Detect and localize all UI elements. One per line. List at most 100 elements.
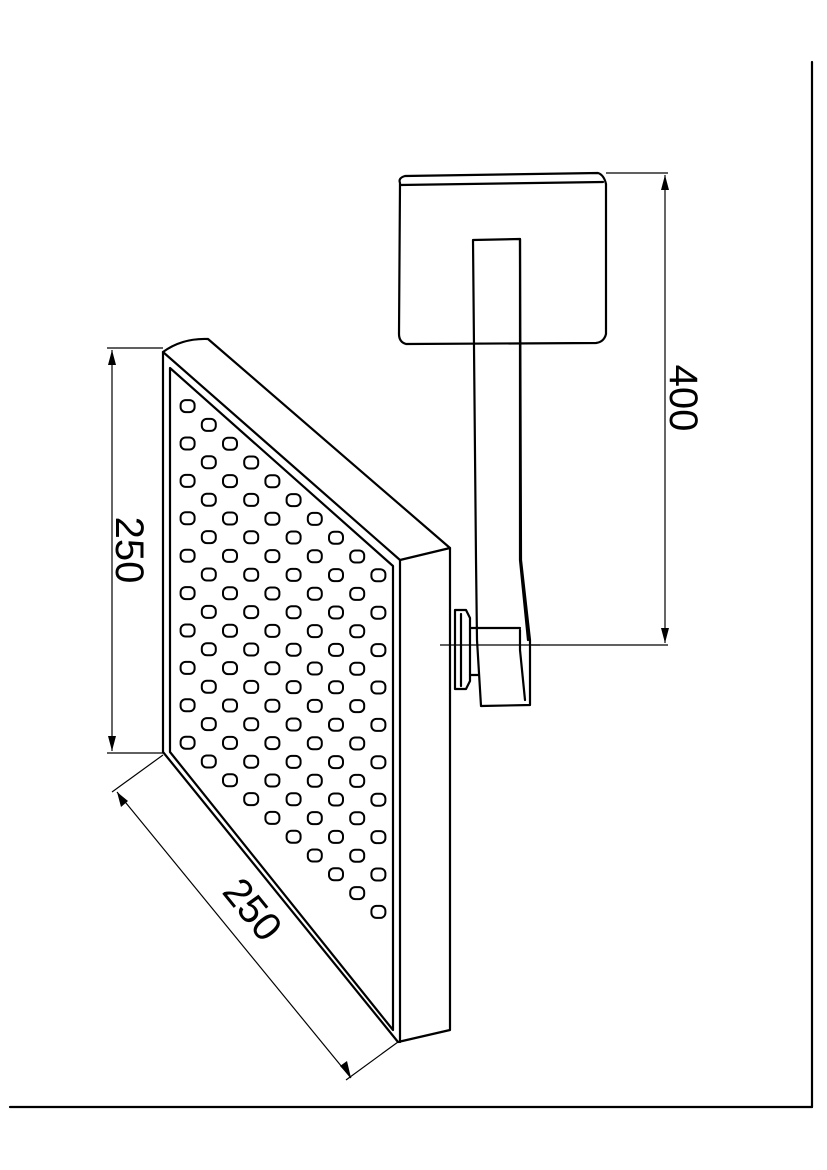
nozzle bbox=[264, 474, 281, 489]
nozzle bbox=[370, 792, 387, 807]
nozzle bbox=[243, 717, 260, 732]
nozzle bbox=[200, 417, 217, 432]
nozzle bbox=[349, 773, 366, 788]
nozzle bbox=[285, 717, 302, 732]
nozzle bbox=[285, 605, 302, 620]
nozzle bbox=[222, 623, 238, 638]
nozzle bbox=[243, 679, 260, 694]
nozzle bbox=[328, 605, 344, 620]
nozzle bbox=[370, 643, 387, 658]
nozzle bbox=[243, 567, 260, 582]
nozzle bbox=[306, 586, 323, 601]
nozzle bbox=[179, 735, 196, 750]
nozzle bbox=[200, 567, 217, 582]
nozzle bbox=[285, 792, 302, 807]
nozzle bbox=[200, 679, 217, 694]
nozzle bbox=[222, 436, 238, 451]
nozzle bbox=[349, 586, 366, 601]
nozzle bbox=[243, 455, 260, 470]
nozzle bbox=[264, 511, 281, 526]
dimension-label-250-vertical: 250 bbox=[107, 517, 151, 584]
nozzle bbox=[370, 568, 387, 583]
nozzle bbox=[306, 848, 323, 863]
dimension-label-250-diagonal: 250 bbox=[214, 870, 290, 950]
nozzle bbox=[370, 755, 387, 770]
nozzle bbox=[200, 642, 217, 657]
nozzle bbox=[328, 530, 344, 545]
shower-head bbox=[161, 337, 452, 1044]
nozzle bbox=[264, 773, 281, 788]
nozzle bbox=[370, 680, 387, 695]
nozzle bbox=[179, 399, 196, 414]
nozzle bbox=[349, 699, 366, 714]
nozzle bbox=[179, 473, 196, 488]
nozzle bbox=[264, 623, 281, 638]
spray-nozzles bbox=[179, 399, 387, 919]
nozzle bbox=[349, 886, 366, 901]
nozzle bbox=[285, 680, 302, 695]
nozzle bbox=[306, 811, 323, 826]
nozzle bbox=[370, 717, 387, 732]
nozzle bbox=[285, 829, 302, 844]
nozzle bbox=[222, 511, 238, 526]
nozzle bbox=[222, 548, 238, 563]
nozzle bbox=[264, 661, 281, 676]
dimension-label-400: 400 bbox=[661, 365, 705, 432]
nozzle bbox=[328, 568, 344, 583]
nozzle bbox=[328, 717, 344, 732]
nozzle bbox=[200, 717, 217, 732]
nozzle bbox=[222, 661, 238, 676]
nozzle bbox=[243, 642, 260, 657]
nozzle bbox=[306, 549, 323, 564]
nozzle bbox=[222, 586, 238, 601]
wall-flange bbox=[397, 171, 608, 346]
nozzle bbox=[222, 735, 238, 750]
nozzle bbox=[349, 549, 366, 564]
dimension-head-height: 250 bbox=[107, 347, 163, 754]
nozzle bbox=[306, 624, 323, 639]
nozzle bbox=[179, 698, 196, 713]
nozzle bbox=[222, 474, 238, 489]
nozzle bbox=[200, 754, 217, 769]
nozzle bbox=[243, 492, 260, 507]
nozzle bbox=[328, 829, 344, 844]
nozzle bbox=[285, 567, 302, 582]
nozzle bbox=[349, 736, 366, 751]
nozzle bbox=[306, 511, 323, 526]
nozzle bbox=[243, 530, 260, 545]
nozzle bbox=[179, 436, 196, 451]
nozzle bbox=[370, 605, 387, 620]
nozzle bbox=[243, 754, 260, 769]
shower-arm bbox=[471, 237, 532, 708]
nozzle bbox=[370, 867, 387, 882]
nozzle bbox=[243, 792, 260, 807]
nozzle bbox=[349, 848, 366, 863]
nozzle bbox=[328, 867, 344, 882]
nozzle bbox=[370, 830, 387, 845]
nozzle bbox=[285, 530, 302, 545]
nozzle bbox=[306, 661, 323, 676]
nozzle bbox=[285, 493, 302, 508]
nozzle bbox=[179, 586, 196, 601]
nozzle bbox=[222, 773, 238, 788]
nozzle bbox=[285, 642, 302, 657]
nozzle bbox=[264, 810, 281, 825]
nozzle bbox=[264, 586, 281, 601]
nozzle bbox=[179, 511, 196, 526]
nozzle bbox=[349, 811, 366, 826]
nozzle bbox=[306, 773, 323, 788]
nozzle bbox=[243, 605, 260, 620]
nozzle bbox=[328, 792, 344, 807]
nozzle bbox=[349, 624, 366, 639]
nozzle bbox=[264, 736, 281, 751]
nozzle bbox=[285, 754, 302, 769]
nozzle bbox=[306, 698, 323, 713]
nozzle bbox=[179, 548, 196, 563]
nozzle bbox=[222, 698, 238, 713]
nozzle bbox=[264, 549, 281, 564]
nozzle bbox=[349, 661, 366, 676]
nozzle bbox=[328, 680, 344, 695]
nozzle bbox=[370, 904, 387, 919]
nozzle bbox=[200, 492, 217, 507]
